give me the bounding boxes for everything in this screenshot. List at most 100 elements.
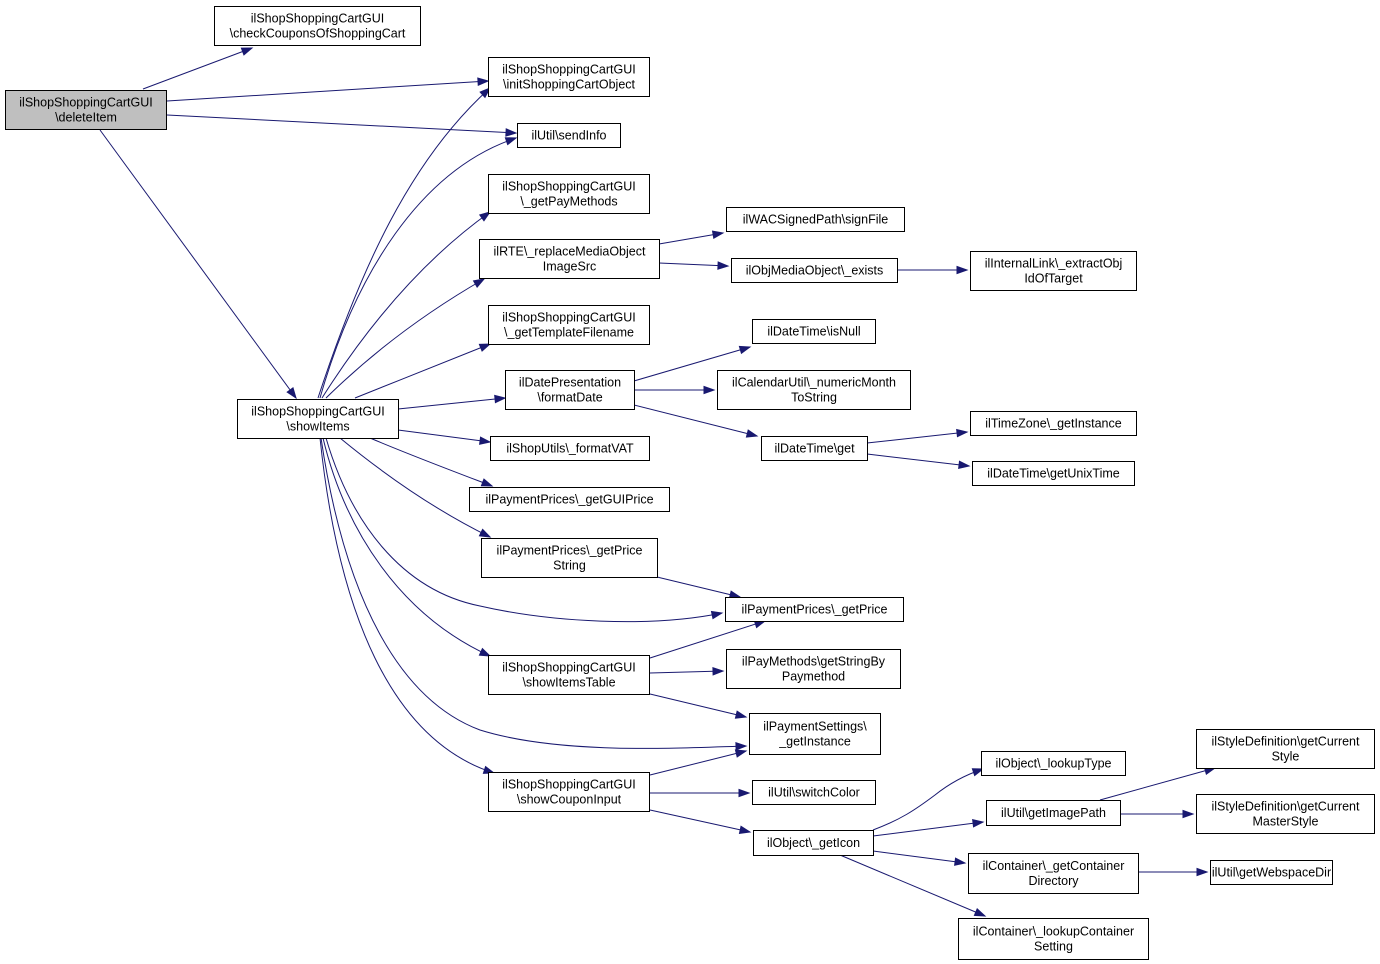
edge-line xyxy=(369,437,493,487)
node-initCart[interactable]: ilShopShoppingCartGUI\initShoppingCartOb… xyxy=(488,57,650,97)
node-box xyxy=(981,751,1126,776)
node-box xyxy=(1196,729,1375,769)
node-checkCoupons[interactable]: ilShopShoppingCartGUI\checkCouponsOfShop… xyxy=(214,6,421,46)
node-label: ImageSrc xyxy=(543,260,597,274)
edge-dtGet-to-tzInstance xyxy=(866,428,969,444)
node-showCoupon[interactable]: ilShopShoppingCartGUI\showCouponInput xyxy=(488,772,650,812)
node-label: ilStyleDefinition\getCurrent xyxy=(1212,735,1361,749)
edge-line xyxy=(321,211,491,399)
node-unixTime[interactable]: ilDateTime\getUnixTime xyxy=(972,461,1135,486)
edge-line xyxy=(872,850,966,864)
node-getPrice[interactable]: ilPaymentPrices\_getPrice xyxy=(725,597,904,622)
node-dtGet[interactable]: ilDateTime\get xyxy=(761,436,868,461)
edge-showItems-to-initCart xyxy=(317,87,492,399)
edge-deleteItem-to-showItems xyxy=(99,129,297,400)
node-label: ilShopShoppingCartGUI xyxy=(502,180,635,194)
edge-deleteItem-to-sendInfo xyxy=(166,114,518,137)
edge-line xyxy=(142,47,253,90)
node-paySettings[interactable]: ilPaymentSettings\_getInstance xyxy=(749,713,881,755)
edge-line xyxy=(319,137,517,399)
node-box xyxy=(1210,860,1333,885)
edge-showItems-to-priceString xyxy=(339,437,492,538)
node-isNull[interactable]: ilDateTime\isNull xyxy=(752,319,876,344)
node-label: ilWACSignedPath\signFile xyxy=(743,213,888,227)
node-mobExists[interactable]: ilObjMediaObject\_exists xyxy=(731,258,898,283)
edge-line xyxy=(649,750,747,776)
arrow-head-icon xyxy=(738,345,752,355)
node-label: ilDateTime\getUnixTime xyxy=(987,467,1119,481)
node-formatVAT[interactable]: ilShopUtils\_formatVAT xyxy=(490,436,650,461)
node-label: ilPayMethods\getStringBy xyxy=(742,655,886,669)
node-label: ilCalendarUtil\_numericMonth xyxy=(732,376,896,390)
arrow-head-icon xyxy=(478,343,492,352)
edge-getIcon-to-containerDir xyxy=(872,850,967,866)
node-label: Setting xyxy=(1034,940,1073,954)
node-label: ilContainer\_lookupContainer xyxy=(973,925,1134,939)
node-label: \deleteItem xyxy=(55,111,117,125)
node-label: ilDateTime\get xyxy=(774,442,855,456)
edge-showItems-to-showItemsTable xyxy=(322,437,492,657)
node-label: Paymethod xyxy=(782,670,845,684)
node-switchColor[interactable]: ilUtil\switchColor xyxy=(752,780,876,805)
edge-formatDate-to-isNull xyxy=(633,345,752,382)
node-box xyxy=(488,655,650,695)
node-getIcon[interactable]: ilObject\_getIcon xyxy=(753,830,874,856)
node-imagePath[interactable]: ilUtil\getImagePath xyxy=(986,800,1121,826)
node-lookupType[interactable]: ilObject\_lookupType xyxy=(981,751,1126,776)
edge-line xyxy=(339,437,491,538)
node-deleteItem[interactable]: ilShopShoppingCartGUI\deleteItem xyxy=(5,90,167,130)
node-formatDate[interactable]: ilDatePresentation\formatDate xyxy=(505,370,635,410)
node-box xyxy=(958,918,1149,960)
node-label: ilUtil\getWebspaceDir xyxy=(1212,866,1331,880)
node-showItemsTable[interactable]: ilShopShoppingCartGUI\showItemsTable xyxy=(488,655,650,695)
node-getPayMethods[interactable]: ilShopShoppingCartGUI\_getPayMethods xyxy=(488,174,650,214)
node-box xyxy=(731,258,898,283)
node-getTemplate[interactable]: ilShopShoppingCartGUI\_getTemplateFilena… xyxy=(488,305,650,345)
node-label: ilInternalLink\_extractObj xyxy=(985,257,1123,271)
edge-priceString-to-getPrice xyxy=(656,576,742,599)
node-box xyxy=(717,370,911,410)
node-label: ilDateTime\isNull xyxy=(767,325,860,339)
node-box xyxy=(726,207,905,232)
node-box xyxy=(469,487,670,512)
edge-showItems-to-replaceMedia xyxy=(325,278,486,399)
node-tzInstance[interactable]: ilTimeZone\_getInstance xyxy=(970,411,1137,436)
node-label: IdOfTarget xyxy=(1024,272,1083,286)
node-signFile[interactable]: ilWACSignedPath\signFile xyxy=(726,207,905,232)
edge-line xyxy=(166,80,489,102)
edge-line xyxy=(325,278,485,399)
node-label: ilStyleDefinition\getCurrent xyxy=(1212,800,1361,814)
arrow-head-icon xyxy=(734,749,748,758)
edge-formatDate-to-numericMonth xyxy=(634,385,716,395)
arrow-head-icon xyxy=(494,394,507,404)
edge-getIcon-to-lookupContainer xyxy=(839,854,987,917)
node-label: String xyxy=(553,559,586,573)
node-sendInfo[interactable]: ilUtil\sendInfo xyxy=(517,123,621,148)
node-label: \showItems xyxy=(286,420,349,434)
node-label: ilShopShoppingCartGUI xyxy=(502,778,635,792)
edge-line xyxy=(317,87,491,399)
node-guiPrice[interactable]: ilPaymentPrices\_getGUIPrice xyxy=(469,487,670,512)
edge-line xyxy=(839,854,986,917)
node-box xyxy=(972,461,1135,486)
arrow-head-icon xyxy=(505,128,518,137)
edge-showItemsTable-to-getPrice xyxy=(649,620,767,659)
node-label: ilShopShoppingCartGUI xyxy=(251,12,384,26)
edge-showItems-to-formatDate xyxy=(397,394,507,410)
arrow-head-icon xyxy=(1182,809,1195,819)
node-showItems[interactable]: ilShopShoppingCartGUI\showItems xyxy=(237,399,399,439)
arrow-head-icon xyxy=(738,825,752,834)
arrow-head-icon xyxy=(480,478,494,487)
node-box xyxy=(237,399,399,439)
node-webspaceDir[interactable]: ilUtil\getWebspaceDir xyxy=(1210,860,1333,885)
edge-line xyxy=(99,129,297,399)
